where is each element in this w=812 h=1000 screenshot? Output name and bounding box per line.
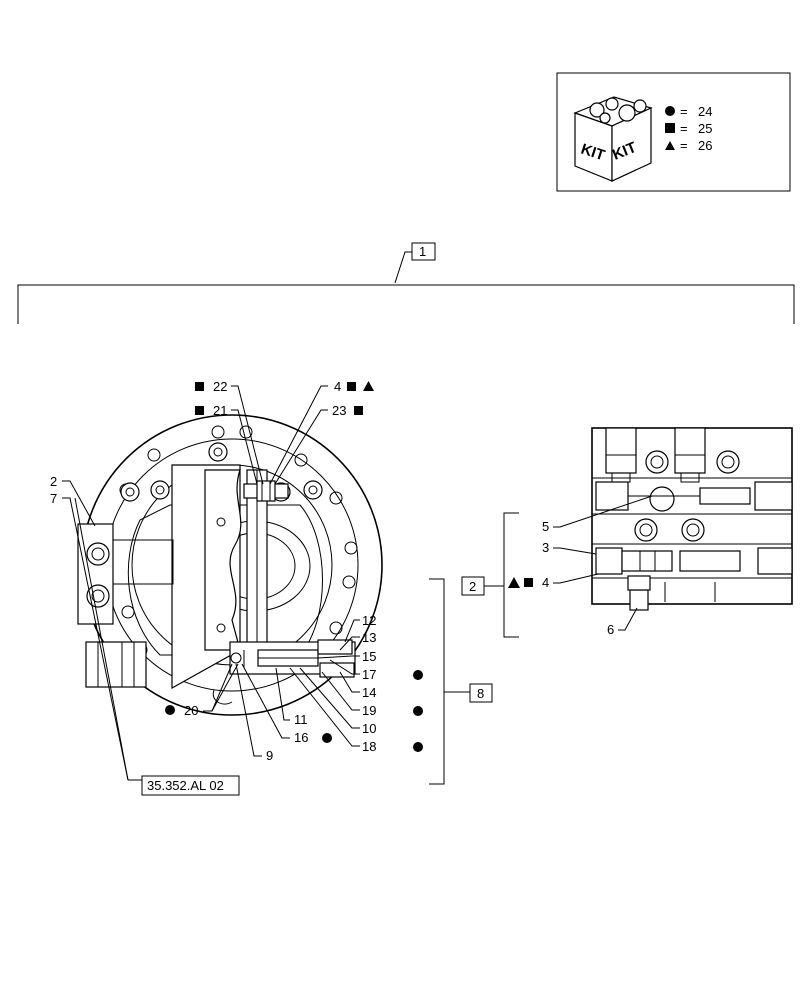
circle-symbol-icon xyxy=(322,733,332,743)
callout-19: 19 xyxy=(362,703,376,718)
callout-15: 15 xyxy=(362,649,376,664)
circle-symbol-icon xyxy=(413,670,423,680)
callout-5: 5 xyxy=(542,519,549,534)
kit-legend: KIT KIT = 24 = 25 = 26 xyxy=(556,72,791,192)
square-symbol-icon xyxy=(195,406,204,415)
bottom-plug xyxy=(629,589,649,611)
left-callouts: 2 7 35.352.AL 02 xyxy=(50,474,240,796)
callout-9: 9 xyxy=(266,748,273,763)
flange-bolt-holes xyxy=(119,425,358,670)
reference-box-label: 35.352.AL 02 xyxy=(147,778,224,793)
square-symbol-icon xyxy=(195,382,204,391)
kit-label-left: KIT xyxy=(579,141,607,165)
callout-box-1-label: 1 xyxy=(419,244,426,259)
legend-eq-2: = xyxy=(680,121,688,136)
valve-cartridge xyxy=(229,639,356,678)
circle-symbol-icon xyxy=(165,705,175,715)
square-symbol-icon xyxy=(665,123,675,133)
callout-12: 12 xyxy=(362,613,376,628)
motor-assembly xyxy=(77,414,383,716)
callout-18: 18 xyxy=(362,739,376,754)
circle-symbol-icon xyxy=(413,742,423,752)
triangle-symbol-icon xyxy=(363,381,374,391)
callout-16: 16 xyxy=(294,730,308,745)
assembly-bracket-8: 8 xyxy=(429,578,493,785)
kit-box-icon: KIT KIT xyxy=(573,96,653,182)
square-symbol-icon xyxy=(347,382,356,391)
callout-22: 22 xyxy=(213,379,227,394)
top-callouts: 22 21 4 23 xyxy=(195,379,374,485)
assembly-bracket-1: 1 xyxy=(17,242,795,324)
square-symbol-icon xyxy=(524,578,533,587)
valve-block xyxy=(591,427,793,611)
triangle-symbol-icon xyxy=(665,141,675,150)
cartridge-callouts: 12 13 15 17 14 19 10 18 11 16 9 20 xyxy=(165,613,423,763)
callout-21: 21 xyxy=(213,403,227,418)
legend-eq-3: = xyxy=(680,138,688,153)
legend-number-triangle: 26 xyxy=(698,138,712,153)
callout-11: 11 xyxy=(294,712,308,727)
callout-4-right: 4 xyxy=(542,575,549,590)
reference-box xyxy=(141,775,240,796)
ball-check xyxy=(649,486,675,512)
callout-23: 23 xyxy=(332,403,346,418)
legend-eq-1: = xyxy=(680,104,688,119)
callout-4-top: 4 xyxy=(334,379,341,394)
square-symbol-icon xyxy=(354,406,363,415)
circle-symbol-icon xyxy=(665,106,675,116)
legend-number-circle: 24 xyxy=(698,104,712,119)
valve-callouts: 2 5 3 4 6 xyxy=(461,495,653,638)
callout-6: 6 xyxy=(607,622,614,637)
left-hex-fitting xyxy=(85,641,147,688)
callout-20: 20 xyxy=(184,703,198,718)
callout-box-2-label: 2 xyxy=(469,579,476,594)
callout-box-8-label: 8 xyxy=(477,686,484,701)
callout-7: 7 xyxy=(50,491,57,506)
triangle-symbol-icon xyxy=(508,577,520,588)
callout-box-8 xyxy=(469,683,493,703)
callout-10: 10 xyxy=(362,721,376,736)
circle-symbol-icon xyxy=(413,706,423,716)
callout-box-2 xyxy=(461,576,485,596)
callout-3: 3 xyxy=(542,540,549,555)
callout-17: 17 xyxy=(362,667,376,682)
callout-14: 14 xyxy=(362,685,376,700)
callout-2-left: 2 xyxy=(50,474,57,489)
callout-13: 13 xyxy=(362,630,376,645)
kit-legend-frame xyxy=(556,72,791,192)
legend-number-square: 25 xyxy=(698,121,712,136)
